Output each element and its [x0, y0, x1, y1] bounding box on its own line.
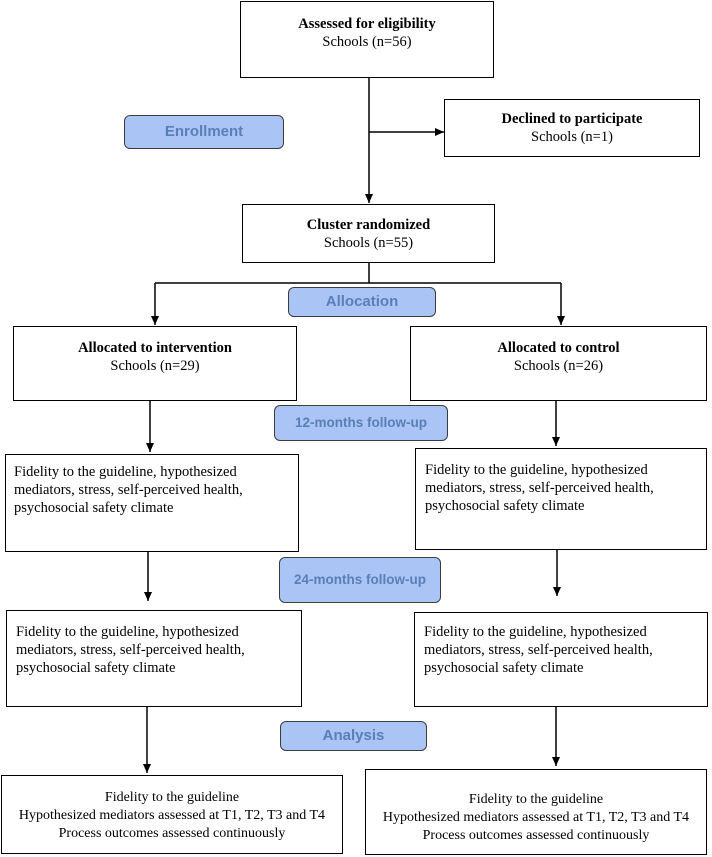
- control-analysis-box: Fidelity to the guideline Hypothesized m…: [365, 769, 707, 855]
- intervention-analysis-line-3: Process outcomes assessed continuously: [58, 826, 286, 841]
- control-24m-box: Fidelity to the guideline, hypothesized …: [414, 612, 708, 707]
- eligibility-count: Schools (n=56): [322, 34, 412, 50]
- stage-analysis: Analysis: [280, 721, 427, 751]
- intervention-box: Allocated to intervention Schools (n=29): [13, 326, 297, 401]
- declined-count: Schools (n=1): [531, 129, 613, 145]
- stage-enrollment: Enrollment: [124, 115, 284, 149]
- stage-24-months-follow-up: 24-months follow-up: [279, 557, 441, 603]
- intervention-12m-line-3: psychosocial safety climate: [14, 500, 174, 516]
- intervention-12m-line-1: Fidelity to the guideline, hypothesized: [14, 464, 237, 480]
- intervention-24m-box: Fidelity to the guideline, hypothesized …: [6, 610, 302, 707]
- intervention-24m-line-3: psychosocial safety climate: [16, 660, 176, 676]
- stage-allocation: Allocation: [288, 287, 436, 317]
- control-analysis-line-3: Process outcomes assessed continuously: [422, 828, 650, 843]
- intervention-analysis-box: Fidelity to the guideline Hypothesized m…: [1, 775, 343, 854]
- intervention-title: Allocated to intervention: [78, 340, 232, 356]
- intervention-12m-box: Fidelity to the guideline, hypothesized …: [5, 454, 299, 552]
- control-24m-line-1: Fidelity to the guideline, hypothesized: [424, 624, 647, 640]
- control-analysis-line-2: Hypothesized mediators assessed at T1, T…: [382, 810, 690, 825]
- control-12m-box: Fidelity to the guideline, hypothesized …: [415, 448, 707, 550]
- control-analysis-line-1: Fidelity to the guideline: [468, 792, 604, 807]
- declined-title: Declined to participate: [501, 111, 643, 127]
- control-title: Allocated to control: [497, 340, 620, 356]
- eligibility-box: Assessed for eligibility Schools (n=56): [240, 1, 494, 78]
- control-count: Schools (n=26): [513, 358, 604, 374]
- control-12m-line-1: Fidelity to the guideline, hypothesized: [425, 462, 648, 478]
- intervention-analysis-line-1: Fidelity to the guideline: [104, 790, 240, 805]
- control-12m-line-2: mediators, stress, self-perceived health…: [425, 480, 654, 496]
- randomized-title: Cluster randomized: [306, 217, 431, 233]
- stage-12-months-follow-up: 12-months follow-up: [274, 405, 448, 441]
- intervention-analysis-line-2: Hypothesized mediators assessed at T1, T…: [18, 808, 326, 823]
- intervention-24m-line-2: mediators, stress, self-perceived health…: [16, 642, 245, 658]
- control-12m-line-3: psychosocial safety climate: [425, 498, 585, 514]
- control-24m-line-3: psychosocial safety climate: [424, 660, 584, 676]
- declined-box: Declined to participate Schools (n=1): [444, 99, 700, 157]
- intervention-24m-line-1: Fidelity to the guideline, hypothesized: [16, 624, 239, 640]
- eligibility-title: Assessed for eligibility: [298, 16, 436, 32]
- control-24m-line-2: mediators, stress, self-perceived health…: [424, 642, 653, 658]
- control-box: Allocated to control Schools (n=26): [410, 326, 707, 401]
- intervention-count: Schools (n=29): [110, 358, 200, 374]
- intervention-12m-line-2: mediators, stress, self-perceived health…: [14, 482, 243, 498]
- randomized-count: Schools (n=55): [323, 235, 414, 251]
- randomized-box: Cluster randomized Schools (n=55): [242, 204, 495, 263]
